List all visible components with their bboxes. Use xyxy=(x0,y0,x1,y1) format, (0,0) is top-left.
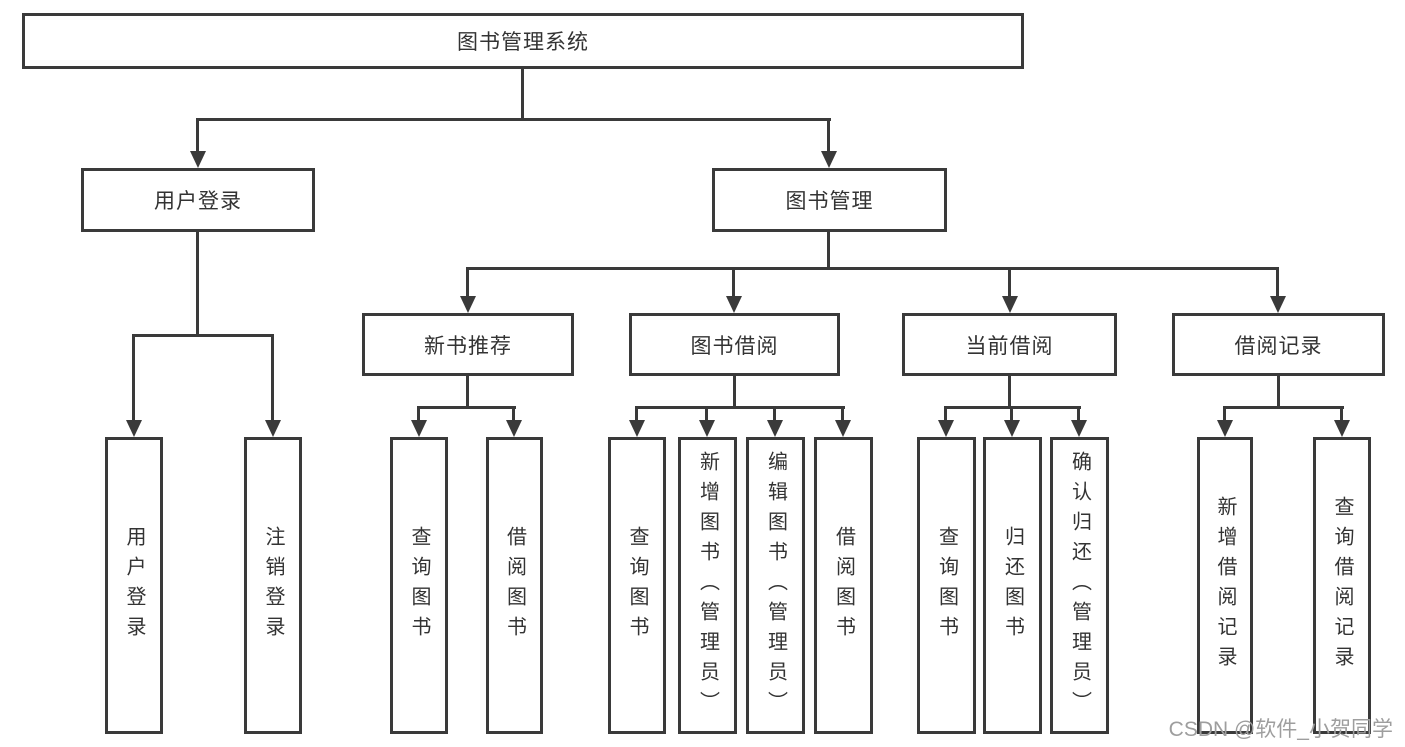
leaf-edit-book-admin: 编辑图书（管理员） xyxy=(746,437,805,734)
node-book-borrow: 图书借阅 xyxy=(629,313,840,376)
leaf-user-login-label: 用户登录 xyxy=(123,525,145,646)
node-book-management: 图书管理 xyxy=(712,168,947,232)
leaf-query-book-1-label: 查询图书 xyxy=(408,525,430,646)
arrow-down-icon xyxy=(1276,267,1279,296)
connector-borrow-record-horizontal xyxy=(1223,406,1344,409)
arrow-down-icon xyxy=(512,406,515,420)
arrow-down-icon xyxy=(1008,267,1011,296)
leaf-confirm-return-admin-label: 确认归还（管理员） xyxy=(1068,450,1091,721)
connector-new-book-horizontal xyxy=(417,406,516,409)
leaf-add-borrow-record: 新增借阅记录 xyxy=(1197,437,1253,734)
arrow-down-icon xyxy=(732,267,735,296)
node-new-book-recommend-label: 新书推荐 xyxy=(424,334,512,358)
connector-user-login-vertical xyxy=(196,232,199,336)
arrow-down-icon xyxy=(1340,406,1343,420)
arrow-down-icon xyxy=(132,334,135,420)
arrow-down-icon xyxy=(705,406,708,420)
connector-root-horizontal xyxy=(197,118,831,121)
csdn-watermark: CSDN @软件_小贺同学 xyxy=(1168,718,1393,741)
node-current-borrow-label: 当前借阅 xyxy=(965,334,1054,358)
leaf-add-borrow-record-label: 新增借阅记录 xyxy=(1214,495,1236,676)
leaf-query-book-3-label: 查询图书 xyxy=(935,525,958,646)
leaf-query-book-3: 查询图书 xyxy=(917,437,976,734)
connector-user-login-horizontal xyxy=(133,334,274,337)
leaf-return-book: 归还图书 xyxy=(983,437,1042,734)
leaf-add-book-admin-label: 新增图书（管理员） xyxy=(696,450,719,721)
arrow-down-icon xyxy=(271,334,274,420)
arrow-down-icon xyxy=(196,118,199,151)
arrow-down-icon xyxy=(841,406,844,420)
leaf-borrow-book-1: 借阅图书 xyxy=(486,437,543,734)
connector-new-book-vertical xyxy=(466,376,469,409)
arrow-down-icon xyxy=(773,406,776,420)
arrow-down-icon xyxy=(635,406,638,420)
node-book-management-label: 图书管理 xyxy=(785,190,874,213)
node-borrow-record-label: 借阅记录 xyxy=(1234,334,1323,358)
leaf-add-book-admin: 新增图书（管理员） xyxy=(678,437,737,734)
arrow-down-icon xyxy=(944,406,947,420)
node-current-borrow: 当前借阅 xyxy=(902,313,1117,376)
arrow-down-icon xyxy=(466,267,469,296)
connector-root-vertical xyxy=(521,69,524,121)
node-user-login-label: 用户登录 xyxy=(154,190,242,213)
node-root: 图书管理系统 xyxy=(22,13,1024,69)
leaf-query-book-2: 查询图书 xyxy=(608,437,666,734)
connector-borrow-record-vertical xyxy=(1277,376,1280,409)
arrow-down-icon xyxy=(1077,406,1080,420)
leaf-confirm-return-admin: 确认归还（管理员） xyxy=(1050,437,1109,734)
leaf-borrow-book-2: 借阅图书 xyxy=(814,437,873,734)
arrow-down-icon xyxy=(827,118,830,151)
connector-book-borrow-vertical xyxy=(733,376,736,409)
leaf-borrow-book-2-label: 借阅图书 xyxy=(832,525,855,646)
leaf-query-book-1: 查询图书 xyxy=(390,437,448,734)
leaf-query-book-2-label: 查询图书 xyxy=(626,525,648,646)
connector-current-borrow-vertical xyxy=(1008,376,1011,409)
leaf-return-book-label: 归还图书 xyxy=(1001,525,1024,646)
leaf-edit-book-admin-label: 编辑图书（管理员） xyxy=(764,450,787,721)
leaf-query-borrow-record: 查询借阅记录 xyxy=(1313,437,1371,734)
node-new-book-recommend: 新书推荐 xyxy=(362,313,574,376)
connector-book-mgmt-horizontal xyxy=(466,267,1279,270)
leaf-user-login: 用户登录 xyxy=(105,437,163,734)
node-root-label: 图书管理系统 xyxy=(457,31,589,54)
leaf-borrow-book-1-label: 借阅图书 xyxy=(503,525,526,646)
arrow-down-icon xyxy=(1223,406,1226,420)
leaf-logout: 注销登录 xyxy=(244,437,302,734)
connector-book-borrow-horizontal xyxy=(635,406,845,409)
leaf-logout-label: 注销登录 xyxy=(262,525,284,646)
node-book-borrow-label: 图书借阅 xyxy=(690,334,779,358)
node-borrow-record: 借阅记录 xyxy=(1172,313,1385,376)
arrow-down-icon xyxy=(1010,406,1013,420)
leaf-query-borrow-record-label: 查询借阅记录 xyxy=(1331,495,1353,676)
connector-book-mgmt-vertical xyxy=(827,232,830,270)
arrow-down-icon xyxy=(417,406,420,420)
node-user-login: 用户登录 xyxy=(81,168,315,232)
